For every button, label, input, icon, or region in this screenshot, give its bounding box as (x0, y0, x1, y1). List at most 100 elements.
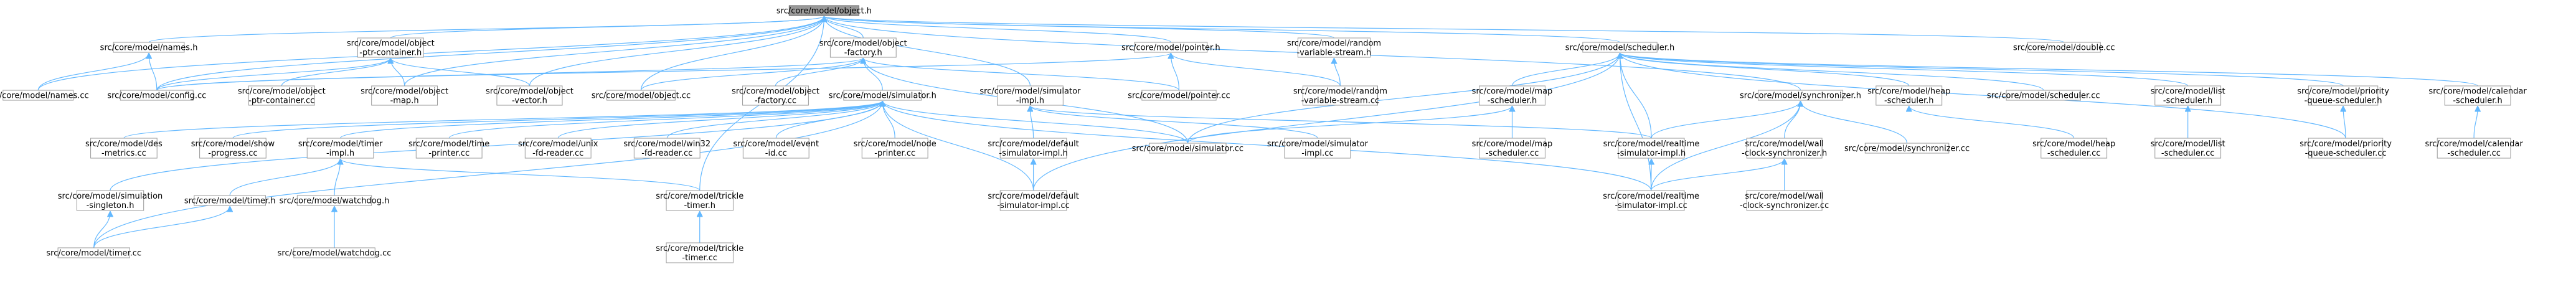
node-label: -impl.cc (1301, 149, 1333, 158)
edge-object-ptr-container-h-to-object-vector-h (390, 57, 531, 87)
node-box (2308, 85, 2379, 106)
node-calendar-scheduler-cc[interactable]: src/core/model/calendar-scheduler.cc (2425, 138, 2523, 159)
node-time-printer-cc[interactable]: src/core/model/time-printer.cc (408, 138, 489, 159)
node-trickle-timer-h[interactable]: src/core/model/trickle-timer.h (656, 190, 743, 211)
node-label: -scheduler.cc (2161, 149, 2215, 158)
node-pointer-h[interactable]: src/core/model/pointer.h (1121, 42, 1220, 53)
node-priority-queue-scheduler-cc[interactable]: src/core/model/priority-queue-scheduler.… (2300, 138, 2392, 159)
node-object-ptr-container-h[interactable]: src/core/model/object-ptr-container.h (347, 37, 435, 58)
node-box (248, 85, 315, 106)
node-label: src/core/model/trickle (656, 244, 743, 253)
node-wall-clock-synchronizer-h[interactable]: src/core/model/wall-clock-synchronizer.h (1742, 138, 1827, 159)
node-simulator-h[interactable]: src/core/model/simulator.h (829, 90, 937, 101)
node-trickle-timer-cc[interactable]: src/core/model/trickle-timer.cc (656, 242, 743, 263)
node-win32-fd-reader-cc[interactable]: src/core/model/win32-fd-reader.cc (623, 138, 710, 159)
node-label: src/core/model/synchronizer.h (1740, 92, 1861, 101)
node-config-cc[interactable]: src/core/model/config.cc (107, 90, 206, 101)
node-realtime-simulator-impl-cc[interactable]: src/core/model/realtime-simulator-impl.c… (1603, 190, 1699, 211)
node-label: src/core/model/trickle (656, 192, 743, 201)
edge-object-ptr-container-h-to-object-map-h (390, 58, 405, 87)
edge-simulator-h-to-default-simulator-impl-cc (882, 101, 1034, 191)
node-object-map-h[interactable]: src/core/model/object-map.h (361, 85, 448, 106)
node-label: -clock-synchronizer.h (1742, 149, 1827, 158)
edge-object-h-to-scheduler-h (824, 16, 1621, 43)
node-watchdog-cc[interactable]: src/core/model/watchdog.cc (278, 247, 392, 258)
node-label: -fd-reader.cc (532, 149, 583, 158)
node-synchronizer-cc[interactable]: src/core/model/synchronizer.cc (1844, 143, 1970, 154)
node-priority-queue-scheduler-h[interactable]: src/core/model/priority-queue-scheduler.… (2297, 85, 2389, 106)
node-random-variable-stream-cc[interactable]: src/core/model/random-variable-stream.cc (1293, 85, 1387, 106)
node-label: -metrics.cc (101, 149, 146, 158)
edge-names-h-to-names-cc (37, 52, 149, 91)
node-label: src/core/model/object (732, 87, 819, 97)
node-simulation-singleton-h[interactable]: src/core/model/simulation-singleton.h (58, 190, 163, 211)
node-wall-clock-synchronizer-cc[interactable]: src/core/model/wall-clock-synchronizer.c… (1740, 190, 1829, 211)
node-box (742, 138, 809, 159)
edge-object-h-to-simulator-impl-h (824, 16, 1031, 87)
node-box (496, 85, 563, 106)
node-box (306, 138, 374, 159)
node-box (1617, 190, 1685, 211)
node-object-ptr-container-cc[interactable]: src/core/model/object-ptr-container.cc (238, 85, 326, 106)
node-simulator-impl-cc[interactable]: src/core/model/simulator-impl.cc (1267, 138, 1369, 159)
node-des-metrics-cc[interactable]: src/core/model/des-metrics.cc (85, 138, 163, 159)
node-map-scheduler-cc[interactable]: src/core/model/map-scheduler.cc (1472, 138, 1553, 159)
node-simulator-impl-h[interactable]: src/core/model/simulator-impl.h (979, 85, 1081, 106)
edge-simulator-h-to-win32-fd-reader-cc (666, 100, 882, 139)
node-map-scheduler-h[interactable]: src/core/model/map-scheduler.h (1472, 85, 1553, 106)
node-watchdog-h[interactable]: src/core/model/watchdog.h (280, 195, 390, 206)
node-object-factory-cc[interactable]: src/core/model/object-factory.cc (732, 85, 819, 106)
node-heap-scheduler-cc[interactable]: src/core/model/heap-scheduler.cc (2032, 138, 2115, 159)
node-timer-cc[interactable]: src/core/model/timer.cc (46, 247, 141, 258)
node-random-variable-stream-h[interactable]: src/core/model/random-variable-stream.h (1287, 37, 1381, 58)
node-box (1479, 138, 1545, 159)
node-object-vector-h[interactable]: src/core/model/object-vector.h (486, 85, 573, 106)
node-box (415, 138, 483, 159)
node-node-printer-cc[interactable]: src/core/model/node-printer.cc (854, 138, 937, 159)
node-show-progress-cc[interactable]: src/core/model/show-progress.cc (191, 138, 275, 159)
node-box (1141, 90, 1217, 101)
node-box (357, 37, 424, 58)
node-names-cc[interactable]: src/core/model/names.cc (0, 90, 89, 101)
node-box (1618, 138, 1685, 159)
node-unix-fd-reader-cc[interactable]: src/core/model/unix-fd-reader.cc (518, 138, 598, 159)
node-timer-h[interactable]: src/core/model/timer.h (184, 195, 276, 206)
node-names-h[interactable]: src/core/model/names.h (100, 42, 198, 53)
node-box (1746, 190, 1823, 211)
node-label: -progress.cc (208, 149, 257, 158)
edge-simulator-h-to-unix-fd-reader-cc (557, 100, 882, 139)
node-label: -scheduler.cc (1486, 149, 1539, 158)
node-event-id-cc[interactable]: src/core/model/event-id.cc (733, 138, 819, 159)
node-label: src/core/model/double.cc (2013, 44, 2115, 53)
node-timer-impl-h[interactable]: src/core/model/timer-impl.h (298, 138, 383, 159)
node-list-scheduler-h[interactable]: src/core/model/list-scheduler.h (2151, 85, 2225, 106)
edge-calendar-scheduler-h-to-calendar-scheduler-cc (2473, 106, 2478, 139)
node-box (788, 5, 860, 16)
node-simulator-cc[interactable]: src/core/model/simulator.cc (1132, 143, 1243, 154)
node-label: -singleton.h (87, 201, 134, 210)
node-heap-scheduler-h[interactable]: src/core/model/heap-scheduler.h (1867, 85, 1950, 106)
node-calendar-scheduler-h[interactable]: src/core/model/calendar-scheduler.h (2428, 85, 2527, 106)
edge-scheduler-h-to-list-scheduler-h (1620, 52, 2189, 87)
node-default-simulator-impl-cc[interactable]: src/core/model/default-simulator-impl.cc (988, 190, 1079, 211)
node-double-cc[interactable]: src/core/model/double.cc (2013, 42, 2115, 53)
node-pointer-cc[interactable]: src/core/model/pointer.cc (1128, 90, 1230, 101)
node-object-factory-h[interactable]: src/core/model/object-factory.h (819, 37, 907, 58)
node-scheduler-cc[interactable]: src/core/model/scheduler.cc (1987, 90, 2100, 101)
node-synchronizer-h[interactable]: src/core/model/synchronizer.h (1740, 90, 1861, 101)
edge-simulator-h-to-simulator-cc (882, 100, 1188, 144)
node-label: src/core/model/list (2151, 87, 2225, 97)
node-label: src/core/model/names.h (100, 44, 198, 53)
node-list-scheduler-cc[interactable]: src/core/model/list-scheduler.cc (2151, 138, 2225, 159)
node-label: src/core/model/list (2151, 139, 2225, 149)
edge-object-h-to-pointer-h (824, 16, 1171, 43)
node-realtime-simulator-impl-h[interactable]: src/core/model/realtime-simulator-impl.h (1603, 138, 1700, 159)
node-label: src/core/model/watchdog.h (280, 197, 390, 206)
node-object-cc[interactable]: src/core/model/object.cc (592, 90, 691, 101)
node-object-h[interactable]: src/core/model/object.h (776, 5, 872, 16)
node-box (861, 138, 928, 159)
edge-simulator-h-to-time-printer-cc (448, 100, 882, 139)
node-default-simulator-impl-h[interactable]: src/core/model/default-simulator-impl.h (988, 138, 1079, 159)
node-label: -impl.h (326, 149, 354, 158)
node-scheduler-h[interactable]: src/core/model/scheduler.h (1565, 42, 1675, 53)
